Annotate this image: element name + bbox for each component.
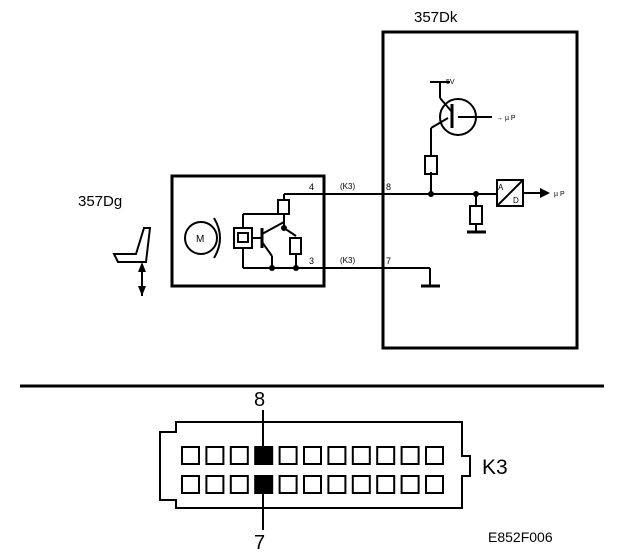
transistor-lead bbox=[430, 117, 449, 129]
connector-pin bbox=[425, 475, 444, 494]
seat-adjust-arrow-up bbox=[138, 262, 146, 272]
connector-pin bbox=[327, 446, 347, 465]
pin4-label: 4 bbox=[309, 182, 314, 192]
supply-label: 5V bbox=[446, 79, 455, 86]
connector-pin bbox=[376, 446, 396, 465]
connector-pin bbox=[181, 446, 200, 465]
junction-dot bbox=[293, 265, 299, 271]
motor-circle bbox=[184, 221, 218, 255]
k3-upper-label: (K3) bbox=[340, 182, 355, 191]
connector-pin bbox=[278, 475, 298, 494]
connector-pin bbox=[376, 475, 396, 494]
connector-pin bbox=[400, 446, 420, 465]
connector-pin bbox=[205, 446, 225, 465]
connector-pins bbox=[181, 446, 444, 494]
connector-pin bbox=[351, 446, 371, 465]
ad-a-label: A bbox=[498, 183, 504, 192]
connector-pin bbox=[327, 475, 347, 494]
up-label-top: → µ P bbox=[496, 115, 516, 122]
pulldown-resistor bbox=[469, 205, 483, 225]
connector-pin bbox=[278, 446, 298, 465]
ad-diagonal bbox=[496, 179, 524, 207]
connector-pin-active bbox=[254, 475, 274, 494]
up-label-right: µ P bbox=[554, 191, 565, 198]
connector-pin bbox=[229, 446, 249, 465]
connector-pin bbox=[303, 475, 322, 494]
hall-element bbox=[233, 227, 253, 249]
sensor-resistor-top bbox=[277, 199, 290, 215]
connector-pin bbox=[181, 475, 200, 494]
connector-pin bbox=[425, 446, 444, 465]
ad-d-label: D bbox=[513, 196, 519, 205]
control-unit-box bbox=[381, 30, 579, 350]
figure-code: E852F006 bbox=[488, 529, 553, 545]
seat-adjust-arrow bbox=[138, 286, 146, 296]
connector-pin bbox=[351, 475, 371, 494]
connector-pin-active bbox=[254, 446, 274, 465]
junction-dot bbox=[281, 225, 287, 231]
transistor-collector bbox=[439, 97, 453, 113]
k3-lower-label: (K3) bbox=[340, 256, 355, 265]
sensor-transistor-collector bbox=[261, 221, 285, 235]
control-unit-label: 357Dk bbox=[414, 9, 458, 26]
connector-pin bbox=[229, 475, 249, 494]
connector-housing bbox=[159, 421, 471, 509]
connector-name: K3 bbox=[482, 456, 508, 479]
hall-element-inner bbox=[237, 232, 249, 243]
connector-pin-bottom-label: 7 bbox=[254, 532, 265, 554]
connector-pin bbox=[205, 475, 225, 494]
connector-pin bbox=[303, 446, 322, 465]
connector-pin-top-label: 8 bbox=[254, 389, 265, 411]
motor-rotation-arc bbox=[213, 217, 221, 259]
junction-dot bbox=[473, 191, 479, 197]
pin7-label: 7 bbox=[386, 256, 391, 266]
sensor-box bbox=[170, 174, 326, 288]
motor-label: M bbox=[196, 234, 204, 245]
pin8-label: 8 bbox=[386, 182, 391, 192]
sensor-transistor-emitter bbox=[261, 241, 273, 257]
junction-dot bbox=[269, 265, 275, 271]
connector-pin bbox=[400, 475, 420, 494]
seat-icon bbox=[112, 227, 152, 263]
pullup-resistor bbox=[424, 155, 438, 175]
junction-dot bbox=[428, 191, 434, 197]
ad-output-arrow bbox=[540, 188, 550, 198]
sensor-label: 357Dg bbox=[78, 193, 122, 210]
pin3-label: 3 bbox=[309, 256, 314, 266]
sensor-resistor-right bbox=[289, 237, 302, 255]
